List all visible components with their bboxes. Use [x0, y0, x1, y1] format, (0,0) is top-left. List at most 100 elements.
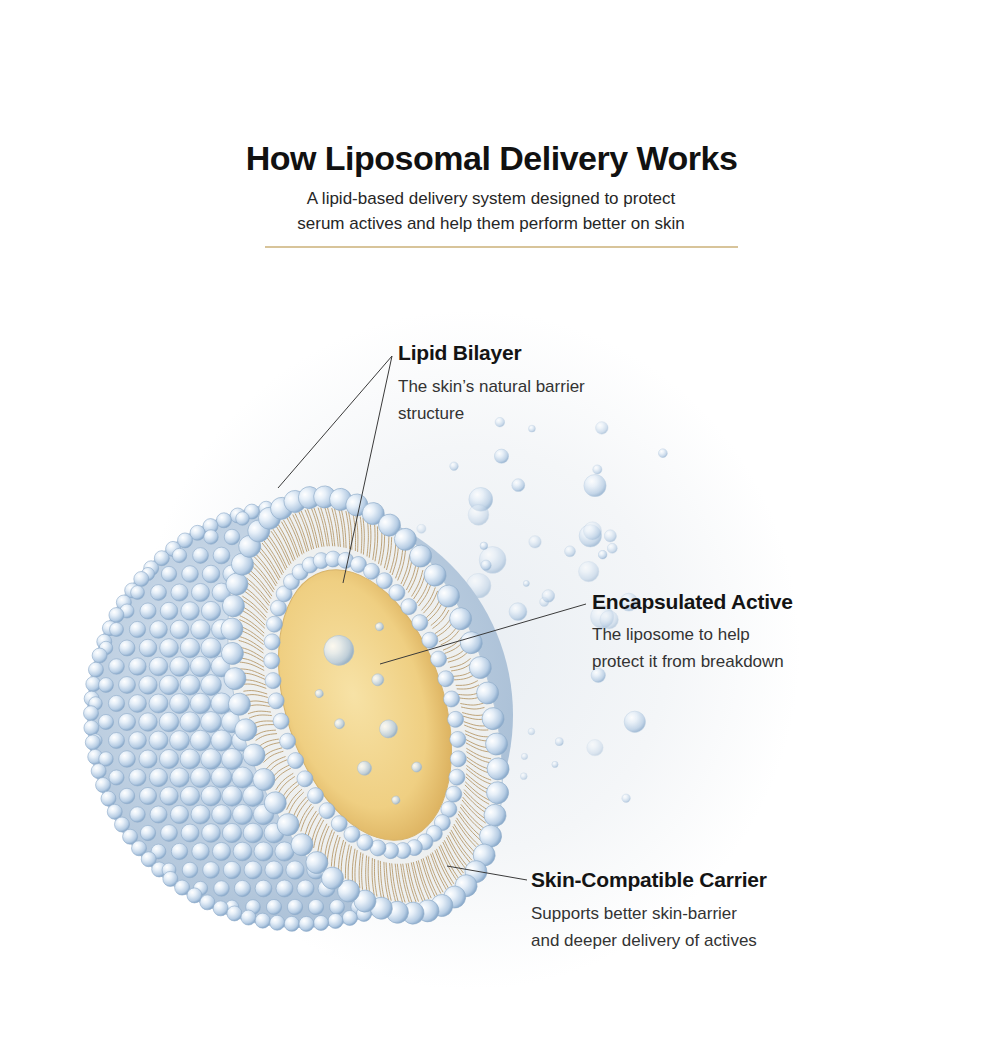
lipid-head — [180, 638, 200, 658]
callout-text: The liposome to help protect it from bre… — [592, 621, 797, 675]
lipid-head — [130, 807, 146, 823]
lipid-head — [448, 729, 468, 749]
floating-bubble — [495, 417, 504, 426]
lipid-head — [201, 786, 221, 806]
callout-heading: Skin-Compatible Carrier — [531, 867, 891, 893]
lipid-head — [295, 769, 315, 789]
lipid-tail — [287, 517, 302, 556]
floating-bubble — [552, 761, 558, 767]
lipid-tail — [244, 586, 268, 618]
lipid-head — [160, 787, 178, 805]
lipid-tail — [465, 776, 489, 805]
lipid-head — [139, 639, 157, 657]
lipid-head — [139, 787, 156, 804]
callout-heading: Lipid Bilayer — [398, 340, 678, 366]
lipid-head — [109, 770, 124, 785]
lipid-head — [201, 712, 222, 733]
lipid-head — [91, 764, 106, 779]
lipid-tail — [304, 510, 318, 548]
lipid-head — [201, 749, 222, 770]
lipid-head — [241, 910, 256, 925]
floating-bubble — [598, 550, 607, 559]
lipid-tail — [273, 527, 291, 565]
lipid-head — [96, 778, 111, 793]
lipid-head — [140, 825, 155, 840]
lipid-head — [192, 843, 209, 860]
lipid-head — [108, 732, 124, 748]
lipid-head — [270, 915, 285, 930]
lipid-head — [263, 670, 283, 690]
lipid-head — [457, 629, 485, 657]
floating-bubble — [583, 522, 601, 540]
lipid-head — [232, 804, 252, 824]
lipid-head — [201, 601, 220, 620]
lipid-head — [139, 750, 157, 768]
lipid-head — [161, 566, 176, 581]
lipid-head — [202, 565, 220, 583]
lipid-head — [233, 842, 252, 861]
lipid-head — [129, 769, 146, 786]
floating-bubble — [528, 728, 535, 735]
lipid-head — [181, 824, 199, 842]
lipid-tail — [242, 595, 266, 626]
lipid-head — [170, 805, 188, 823]
lipid-head — [150, 621, 168, 639]
floating-bubble — [521, 753, 527, 759]
lipid-head — [202, 824, 221, 843]
leader-line — [343, 356, 392, 583]
lipid-tail — [370, 860, 390, 898]
lipid-head — [119, 751, 136, 768]
lipid-head — [410, 613, 430, 633]
lipid-head — [181, 602, 199, 620]
lipid-head — [254, 842, 273, 861]
lipid-head — [85, 735, 100, 750]
floating-bubble — [565, 546, 576, 557]
lipid-head — [265, 861, 283, 879]
lipid-head — [436, 669, 456, 689]
lipid-head — [191, 620, 210, 639]
floating-bubble — [481, 560, 491, 570]
lipid-head — [191, 805, 210, 824]
floating-bubble — [417, 524, 426, 533]
active-droplet — [374, 622, 384, 632]
lipid-tail — [264, 538, 284, 576]
lipid-head — [445, 709, 465, 729]
lipid-head — [170, 620, 189, 639]
lipid-head — [284, 916, 299, 931]
lipid-tail — [281, 520, 297, 559]
lipid-head — [441, 689, 461, 709]
lipid-head — [271, 711, 291, 731]
lipid-tail — [323, 508, 340, 547]
lipid-head — [211, 767, 232, 788]
lipid-head — [222, 823, 241, 842]
callout-heading: Encapsulated Active — [592, 589, 912, 615]
lipid-head — [244, 861, 262, 879]
lipid-head — [204, 530, 218, 544]
active-droplet — [333, 717, 346, 730]
lipid-head — [161, 825, 178, 842]
leader-line — [278, 356, 392, 488]
lipid-head — [180, 786, 199, 805]
lipid-head — [214, 881, 230, 897]
lipid-head — [220, 592, 248, 620]
lipid-tail — [312, 826, 336, 855]
lipid-tail — [387, 547, 411, 578]
lipid-head — [481, 801, 509, 829]
lipid-head — [180, 712, 200, 732]
lipid-head — [221, 665, 249, 693]
lipid-head — [447, 767, 467, 787]
lipid-head — [435, 582, 463, 610]
lipid-head — [159, 675, 178, 694]
lipid-tail — [428, 855, 443, 894]
lipid-tail — [244, 582, 268, 615]
floating-bubble — [529, 536, 541, 548]
lipid-tail — [397, 864, 413, 903]
lipid-head — [399, 597, 419, 617]
lipid-head — [483, 730, 511, 758]
lipid-tail — [310, 824, 334, 853]
lipid-head — [109, 659, 125, 675]
lipid-head — [444, 784, 464, 804]
lipid-head — [274, 811, 302, 839]
lipid-head — [149, 694, 168, 713]
lipid-head — [119, 640, 135, 656]
